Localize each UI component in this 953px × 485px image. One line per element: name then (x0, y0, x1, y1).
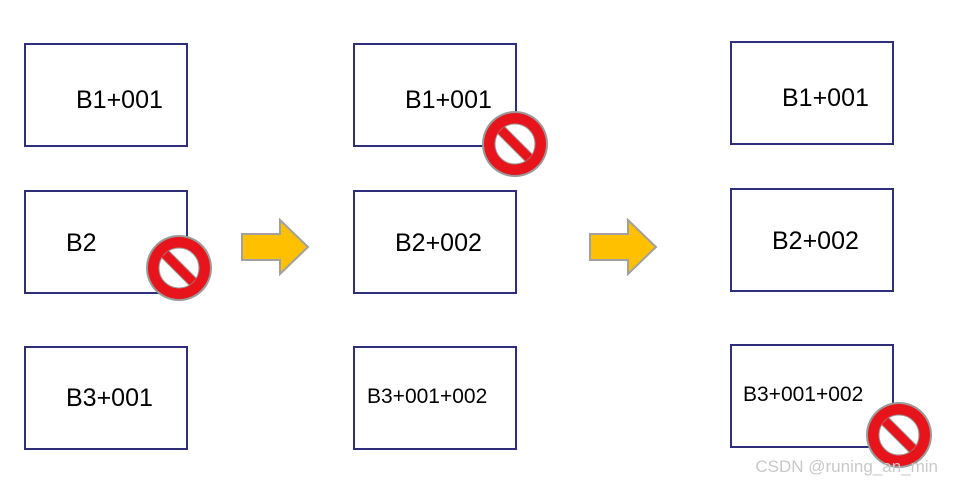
prohibited-sign-icon (144, 233, 214, 303)
block-label-b3-before: B3+001 (66, 384, 153, 412)
block-label-b2-after: B2+002 (772, 227, 859, 255)
block-label-b2-before: B2 (66, 229, 97, 257)
block-box-b1-before (24, 43, 188, 147)
prohibited-sign-icon (480, 109, 550, 179)
block-label-b1-after: B1+001 (782, 84, 869, 112)
block-box-b2-middle (353, 190, 517, 294)
watermark-text: CSDN @runing_an_min (755, 457, 938, 476)
block-label-b2-middle: B2+002 (395, 229, 482, 257)
block-box-b3-middle (353, 346, 517, 450)
prohibited-sign-icon (864, 400, 934, 470)
block-label-b3-middle: B3+001+002 (367, 385, 488, 408)
block-box-b3-before (24, 346, 188, 450)
block-box-b2-after (730, 188, 894, 292)
block-label-b3-after: B3+001+002 (743, 383, 864, 406)
right-arrow-icon (240, 218, 310, 276)
block-box-b1-after (730, 41, 894, 145)
block-label-b1-before: B1+001 (76, 86, 163, 114)
right-arrow-icon (588, 218, 658, 276)
block-label-b1-middle: B1+001 (405, 86, 492, 114)
